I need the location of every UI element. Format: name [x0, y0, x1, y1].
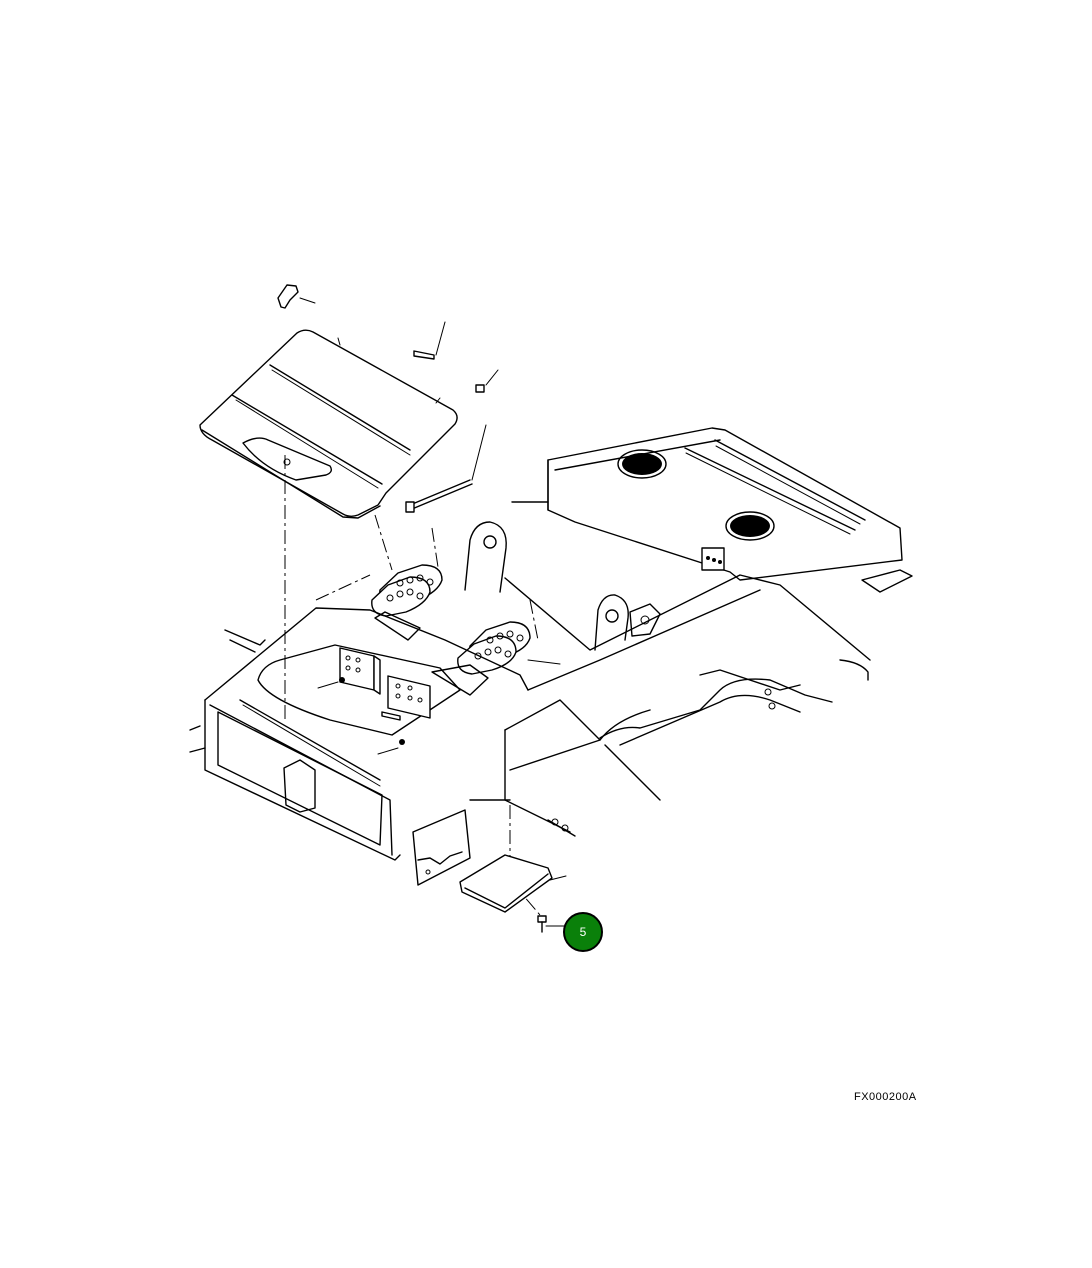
- long-bolt: [405, 424, 487, 513]
- mount-bracket-right: [377, 675, 431, 755]
- clevis-lug-2: [594, 594, 629, 651]
- rubber-mount-pads-upper: [371, 564, 443, 617]
- cover-bolt: [537, 915, 565, 933]
- main-beam: [469, 574, 871, 837]
- frame-right-body: [511, 427, 913, 593]
- callout-5-button[interactable]: 5: [563, 912, 603, 952]
- lever-part: [277, 284, 316, 309]
- bolt-top-1: [413, 321, 446, 360]
- access-cover: [459, 854, 567, 913]
- upper-cover-plate: [199, 329, 458, 519]
- guard-plate: [412, 809, 471, 886]
- callout-5-label: 5: [579, 925, 587, 939]
- mount-bracket-left: [317, 647, 381, 695]
- rubber-mount-pads-lower: [457, 621, 561, 675]
- clevis-lug-1: [464, 521, 507, 593]
- figure-id: FX000200A: [854, 1091, 917, 1103]
- bolt-top-2: [475, 369, 499, 393]
